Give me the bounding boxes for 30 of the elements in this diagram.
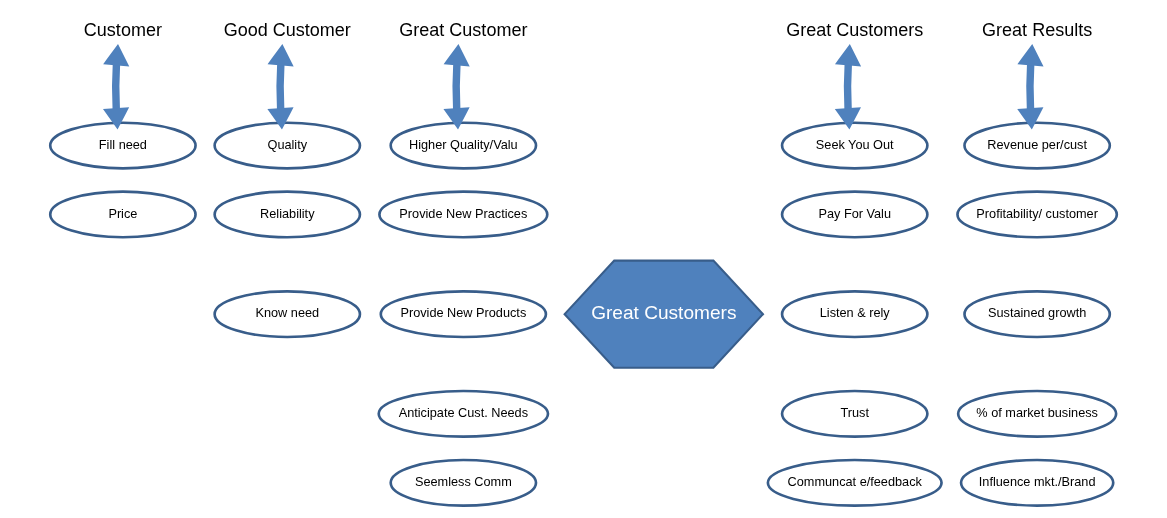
node-ellipse: Seek You Out — [780, 121, 929, 170]
node-ellipse: Trust — [780, 389, 929, 438]
node-ellipse: Quality — [213, 121, 362, 170]
arrow — [1017, 43, 1044, 130]
arrow — [267, 43, 294, 130]
node-ellipse: Profitability/ customer — [956, 190, 1119, 239]
arrow — [103, 43, 130, 130]
node-text: Great Customers — [786, 19, 924, 40]
node-ellipse: Know need — [213, 290, 362, 339]
node-ellipse: Reliability — [213, 190, 362, 239]
node-text: Customer — [83, 19, 162, 40]
node-ellipse: Price — [48, 190, 197, 239]
node-ellipse: Provide New Practices — [378, 190, 549, 239]
node-ellipse: Listen & rely — [780, 290, 929, 339]
node-ellipse: Communcat e/feedback — [766, 458, 943, 507]
node-text: Great Results — [982, 19, 1093, 40]
node-ellipse: Pay For Valu — [780, 190, 929, 239]
node-text: Great Customer — [399, 19, 528, 40]
node-ellipse: Provide New Products — [379, 290, 548, 339]
node-ellipse: Sustained growth — [963, 290, 1112, 339]
node-ellipse: % of market business — [956, 389, 1118, 438]
node-ellipse: Revenue per/cust — [963, 121, 1112, 170]
node-ellipse: Fill need — [48, 121, 197, 170]
node-text: Good Customer — [223, 19, 351, 40]
node-ellipse: Higher Quality/Valu — [389, 121, 538, 170]
node-ellipse: Influence mkt./Brand — [959, 458, 1115, 507]
node-ellipse: Anticipate Cust. Needs — [377, 389, 550, 438]
arrow — [834, 43, 862, 130]
node-ellipse: Seemless Comm — [389, 458, 538, 507]
arrow — [443, 43, 470, 130]
